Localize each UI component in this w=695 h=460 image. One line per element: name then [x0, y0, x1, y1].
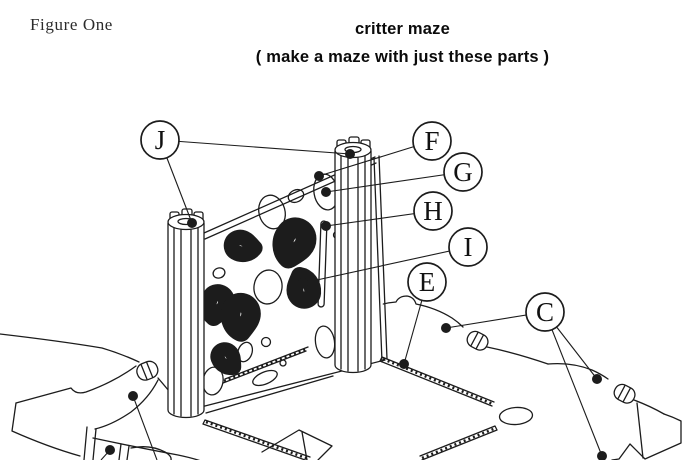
leader-dot — [187, 218, 197, 228]
leader-dot — [592, 374, 602, 384]
rail-center — [379, 356, 495, 407]
part-label-circle-I — [448, 227, 488, 267]
base-tab-right-1 — [466, 330, 489, 351]
part-label-circle-E — [407, 262, 447, 302]
figure-title: critter maze — [354, 20, 451, 38]
leader-dot — [298, 278, 308, 288]
leader-dot — [105, 445, 115, 455]
leader-dot — [321, 187, 331, 197]
figure-title-block: critter maze ( make a maze with just the… — [110, 20, 695, 67]
left-post — [167, 208, 205, 419]
part-label-circle-C — [525, 292, 565, 332]
leader-dot — [128, 391, 138, 401]
leader-line-G — [325, 171, 464, 193]
rail-left — [202, 419, 311, 460]
leader-dot — [345, 149, 355, 159]
leader-line-J — [159, 139, 351, 155]
part-label-letter-J: J — [155, 125, 166, 155]
leader-dot — [597, 451, 607, 460]
base-tab-right-2 — [613, 383, 636, 404]
leader-line — [132, 395, 158, 460]
part-label-circle-H — [413, 191, 453, 231]
leader-lines — [100, 139, 607, 460]
base-tab-left — [136, 360, 159, 381]
figure-subtitle: ( make a maze with just these parts ) — [255, 48, 550, 66]
leader-dot — [441, 323, 451, 333]
base-oval-hole — [498, 406, 534, 426]
panel-slot-long — [222, 346, 309, 384]
part-label-circle-G — [443, 152, 483, 192]
panel-slot-vertical — [317, 220, 328, 308]
part-label-letter-H: H — [423, 196, 443, 226]
leader-line-C — [544, 311, 603, 457]
base-platform — [0, 295, 682, 460]
rails — [202, 356, 498, 460]
part-label-circle-F — [412, 121, 452, 161]
right-post — [334, 136, 372, 374]
rail-front — [419, 425, 498, 460]
leader-dot — [314, 171, 324, 181]
part-label-letter-G: G — [453, 157, 473, 187]
part-label-letter-C: C — [536, 297, 554, 327]
part-label-letter-F: F — [424, 126, 439, 156]
figure-caption: Figure One — [30, 15, 113, 34]
part-label-circle-J — [140, 120, 180, 160]
leader-dot — [321, 221, 331, 231]
part-label-letter-I: I — [464, 232, 473, 262]
leader-dot — [399, 359, 409, 369]
part-label-letter-E: E — [419, 267, 436, 297]
leader-line-I — [302, 246, 469, 284]
